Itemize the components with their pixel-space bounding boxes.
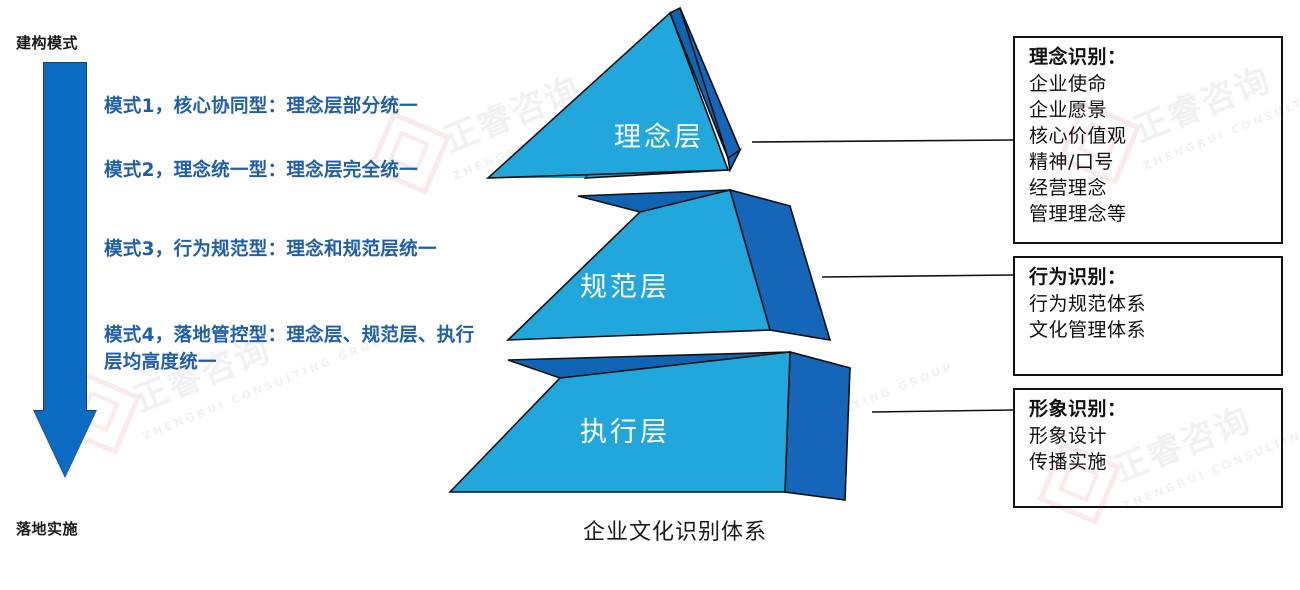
pyramid-layer-2-front-face [505, 189, 772, 341]
panel-top-caption: 建构模式 [16, 34, 79, 52]
pyramid-layer-3-side-face [784, 350, 851, 501]
construction-mode-panel: 建构模式 模式1，核心协同型：理念层部分统一 模式2，理念统一型：理念层完全统一… [0, 0, 520, 590]
mode-item-1: 模式1，核心协同型：理念层部分统一 [104, 96, 418, 117]
pyramid-layer-3-front-face [448, 351, 791, 493]
mode-item-3: 模式3，行为规范型：理念和规范层统一 [104, 239, 437, 260]
info-box-title: 行为识别： [1029, 266, 1127, 288]
mode-item-2: 模式2，理念统一型：理念层完全统一 [104, 160, 418, 181]
pyramid-layer-1-side-tip [727, 147, 743, 173]
info-box-visual-identity: 形象识别： 形象设计 传播实施 [1013, 388, 1283, 508]
info-box-title: 理念识别： [1029, 46, 1127, 68]
info-box-item: 行为规范体系 [1029, 293, 1147, 315]
info-box-item: 精神/口号 [1029, 151, 1114, 173]
mode-item-4: 模式4，落地管控型：理念层、规范层、执行层均高度统一 [104, 325, 475, 373]
info-box-item: 经营理念 [1029, 177, 1108, 199]
pyramid-svg [448, 6, 851, 501]
info-box-item: 文化管理体系 [1029, 319, 1147, 341]
info-box-title: 形象识别： [1029, 398, 1127, 420]
pyramid-layer-1-label: 理念层 [614, 122, 704, 153]
pyramid-layer-3-label: 执行层 [580, 417, 670, 448]
info-box-mind-identity: 理念识别： 企业使命 企业愿景 核心价值观 精神/口号 经营理念 管理理念等 [1013, 36, 1283, 244]
info-box-item: 核心价值观 [1029, 125, 1127, 147]
info-box-item: 管理理念等 [1029, 203, 1127, 225]
pyramid-layer-2-label: 规范层 [580, 272, 670, 303]
pyramid-diagram: 理念层 规范层 执行层 [430, 0, 950, 520]
info-box-item: 传播实施 [1029, 451, 1108, 473]
info-box-item: 企业使命 [1029, 73, 1108, 95]
info-box-item: 形象设计 [1029, 425, 1108, 447]
pyramid-caption: 企业文化识别体系 [582, 520, 767, 545]
pyramid-layer-1-front-face-main [485, 11, 730, 179]
info-box-item: 企业愿景 [1029, 99, 1108, 121]
panel-bottom-caption: 落地实施 [16, 520, 79, 538]
down-arrow-icon [33, 62, 97, 482]
arrow-head [34, 411, 96, 477]
arrow-shaft [43, 62, 87, 414]
info-box-behavior-identity: 行为识别： 行为规范体系 文化管理体系 [1013, 256, 1283, 376]
